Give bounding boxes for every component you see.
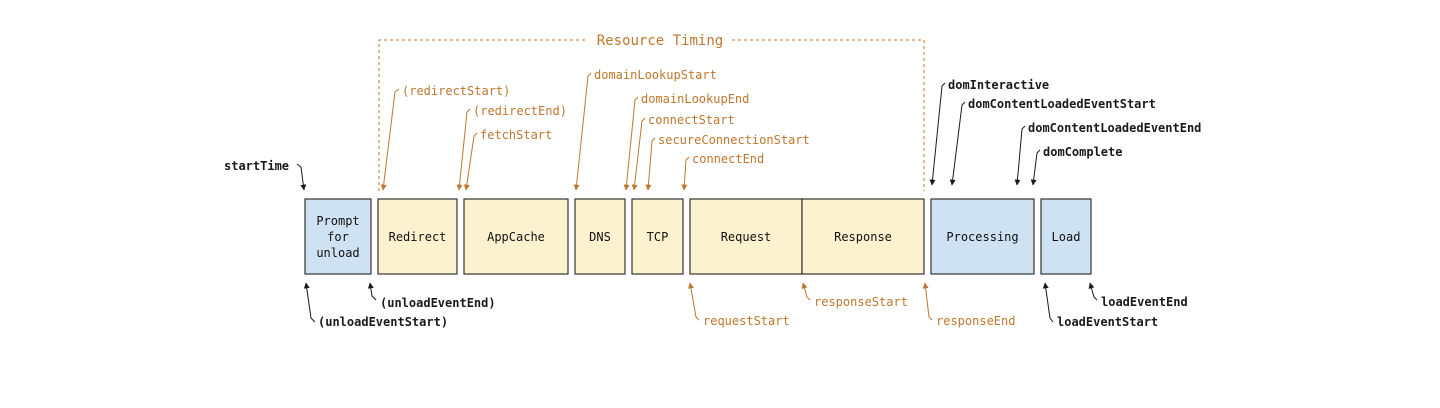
phase-prompt-box bbox=[304, 198, 372, 275]
marker-startTime-arrow bbox=[296, 163, 307, 191]
marker-loadEventStart-arrow bbox=[1042, 282, 1054, 323]
marker-responseStart-label: responseStart bbox=[814, 295, 908, 309]
marker-domContentLoadedEventEnd-label: domContentLoadedEventEnd bbox=[1028, 121, 1201, 135]
marker-unloadEventEnd-label: (unloadEventEnd) bbox=[380, 296, 496, 310]
marker-domContentLoadedEventEnd-arrow bbox=[1014, 125, 1026, 186]
marker-domainLookupEnd: domainLookupEnd bbox=[623, 92, 749, 191]
marker-domInteractive: domInteractive bbox=[929, 78, 1049, 186]
marker-unloadEventStart: (unloadEventStart) bbox=[303, 282, 448, 329]
marker-redirectEnd-label: (redirectEnd) bbox=[473, 104, 567, 118]
marker-secureConnectionStart-arrow bbox=[645, 137, 656, 191]
marker-redirectStart: (redirectStart) bbox=[380, 84, 510, 191]
phase-load: Load bbox=[1040, 198, 1092, 275]
marker-loadEventStart: loadEventStart bbox=[1042, 282, 1158, 329]
phase-load-label: Load bbox=[1052, 230, 1081, 244]
marker-startTime: startTime bbox=[224, 159, 307, 191]
marker-domComplete: domComplete bbox=[1030, 145, 1122, 186]
marker-redirectStart-label: (redirectStart) bbox=[402, 84, 510, 98]
marker-requestStart: requestStart bbox=[687, 282, 790, 328]
marker-fetchStart-arrow bbox=[463, 132, 478, 191]
phase-processing: Processing bbox=[930, 198, 1035, 275]
phase-redirect-box bbox=[377, 198, 458, 275]
marker-connectStart-label: connectStart bbox=[648, 113, 735, 127]
phase-load-box bbox=[1040, 198, 1092, 275]
marker-domainLookupStart-label: domainLookupStart bbox=[594, 68, 717, 82]
marker-redirectEnd: (redirectEnd) bbox=[456, 104, 567, 191]
marker-requestStart-arrow bbox=[687, 282, 700, 321]
marker-loadEventEnd-arrow bbox=[1088, 282, 1098, 301]
phase-prompt-label: for bbox=[327, 230, 349, 244]
marker-connectStart: connectStart bbox=[631, 113, 735, 191]
marker-domContentLoadedEventStart-arrow bbox=[949, 101, 966, 186]
marker-secureConnectionStart: secureConnectionStart bbox=[645, 133, 810, 191]
marker-loadEventEnd-label: loadEventEnd bbox=[1101, 295, 1188, 309]
marker-responseStart-arrow bbox=[801, 282, 811, 301]
marker-responseStart: responseStart bbox=[801, 282, 908, 309]
marker-secureConnectionStart-label: secureConnectionStart bbox=[658, 133, 810, 147]
phase-tcp-label: TCP bbox=[647, 230, 669, 244]
marker-connectEnd-label: connectEnd bbox=[692, 152, 764, 166]
phase-response: Response bbox=[801, 198, 925, 275]
phase-processing-label: Processing bbox=[946, 230, 1018, 244]
phase-prompt-label: unload bbox=[316, 246, 359, 260]
marker-domainLookupStart-arrow bbox=[573, 72, 592, 191]
marker-domInteractive-arrow bbox=[929, 82, 946, 186]
phase-appcache-label: AppCache bbox=[487, 230, 545, 244]
marker-unloadEventEnd: (unloadEventEnd) bbox=[367, 282, 496, 310]
marker-connectStart-arrow bbox=[631, 117, 646, 191]
phase-response-label: Response bbox=[834, 230, 892, 244]
phase-redirect-label: Redirect bbox=[389, 230, 447, 244]
marker-unloadEventEnd-arrow bbox=[367, 282, 377, 301]
marker-responseEnd: responseEnd bbox=[922, 282, 1015, 328]
resource-timing-bracket: Resource Timing bbox=[378, 33, 925, 191]
phase-request-label: Request bbox=[721, 230, 772, 244]
marker-responseEnd-arrow bbox=[922, 282, 933, 321]
marker-domContentLoadedEventStart-label: domContentLoadedEventStart bbox=[968, 97, 1156, 111]
resource-timing-title: Resource Timing bbox=[597, 33, 723, 49]
marker-domainLookupEnd-label: domainLookupEnd bbox=[641, 92, 749, 106]
marker-requestStart-label: requestStart bbox=[703, 314, 790, 328]
phase-dns-box bbox=[574, 198, 626, 275]
phase-request-box bbox=[689, 198, 803, 275]
phase-prompt: Prompt for unload bbox=[304, 198, 372, 275]
marker-unloadEventStart-arrow bbox=[303, 282, 316, 323]
marker-fetchStart-label: fetchStart bbox=[480, 128, 552, 142]
marker-domComplete-label: domComplete bbox=[1043, 145, 1122, 159]
phase-appcache: AppCache bbox=[463, 198, 569, 275]
marker-domInteractive-label: domInteractive bbox=[948, 78, 1049, 92]
phase-boxes: Prompt for unload Redirect AppCache DNS TCP Req… bbox=[304, 198, 1092, 275]
marker-domContentLoadedEventEnd: domContentLoadedEventEnd bbox=[1014, 121, 1201, 186]
marker-responseEnd-label: responseEnd bbox=[936, 314, 1015, 328]
phase-response-box bbox=[801, 198, 925, 275]
timing-markers: startTime (redirectStart) (redirectEnd) fet… bbox=[224, 68, 1201, 329]
marker-connectEnd-arrow bbox=[681, 156, 690, 191]
marker-domainLookupEnd-arrow bbox=[623, 96, 639, 191]
marker-startTime-label: startTime bbox=[224, 159, 289, 173]
marker-loadEventStart-label: loadEventStart bbox=[1057, 315, 1158, 329]
phase-request: Request bbox=[689, 198, 803, 275]
marker-fetchStart: fetchStart bbox=[463, 128, 552, 191]
phase-processing-box bbox=[930, 198, 1035, 275]
phase-tcp: TCP bbox=[631, 198, 684, 275]
phase-appcache-box bbox=[463, 198, 569, 275]
phase-tcp-box bbox=[631, 198, 684, 275]
marker-loadEventEnd: loadEventEnd bbox=[1088, 282, 1188, 309]
marker-redirectStart-arrow bbox=[380, 88, 400, 191]
marker-domainLookupStart: domainLookupStart bbox=[573, 68, 717, 191]
phase-dns: DNS bbox=[574, 198, 626, 275]
marker-connectEnd: connectEnd bbox=[681, 152, 764, 191]
phase-dns-label: DNS bbox=[589, 230, 611, 244]
marker-domContentLoadedEventStart: domContentLoadedEventStart bbox=[949, 97, 1156, 186]
phase-redirect: Redirect bbox=[377, 198, 458, 275]
marker-unloadEventStart-label: (unloadEventStart) bbox=[318, 315, 448, 329]
marker-domComplete-arrow bbox=[1030, 149, 1041, 186]
marker-redirectEnd-arrow bbox=[456, 108, 471, 191]
phase-prompt-label: Prompt bbox=[316, 214, 359, 228]
